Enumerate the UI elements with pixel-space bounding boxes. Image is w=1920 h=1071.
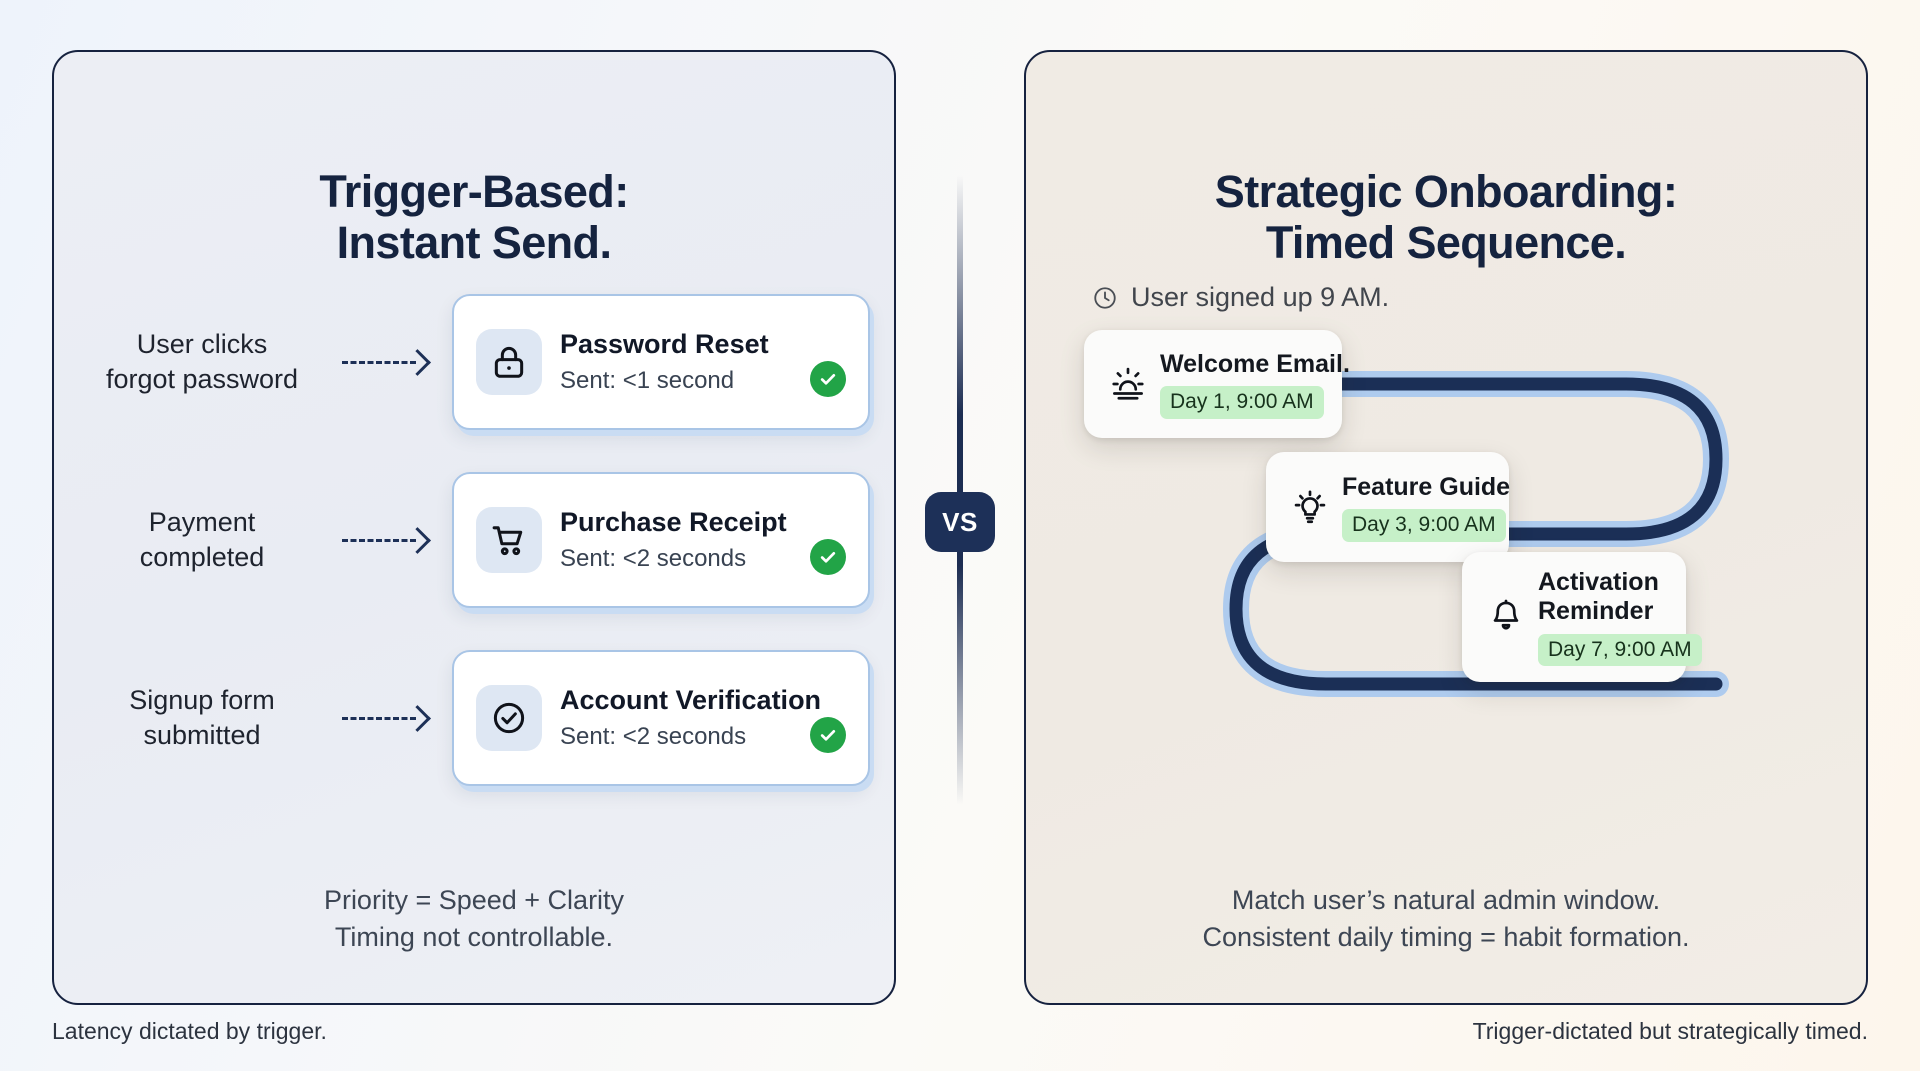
trigger-label: User clicks forgot password <box>66 327 338 396</box>
lock-icon <box>476 329 542 395</box>
left-caption: Latency dictated by trigger. <box>52 1018 327 1044</box>
sequence-card[interactable]: Activation Reminder Day 7, 9:00 AM <box>1462 552 1702 682</box>
event-card-subtitle: Sent: <1 second <box>560 367 735 395</box>
sunrise-icon <box>1106 365 1150 403</box>
sequence-card-title: Welcome Email. <box>1160 349 1350 379</box>
sequence-card-title: Feature Guide <box>1342 472 1511 502</box>
check-icon <box>810 361 846 397</box>
check-circle-icon <box>476 685 542 751</box>
event-card-title: Purchase Receipt <box>560 506 787 537</box>
event-card[interactable]: Password Reset Sent: <1 second <box>452 294 870 430</box>
sequence-title-line-1: Feature Guide <box>1342 472 1511 501</box>
left-panel-title: Trigger-Based: Instant Send. <box>54 166 894 269</box>
trigger-label-line-1: Payment <box>148 507 256 538</box>
left-panel-footnote: Priority = Speed + Clarity Timing not co… <box>54 882 894 957</box>
sequence-card-title: Activation Reminder <box>1538 568 1664 626</box>
trigger-label-line-2: submitted <box>143 720 261 750</box>
sequence-card-body: Feature Guide Day 3, 9:00 AM <box>1342 472 1511 542</box>
check-icon <box>810 717 846 753</box>
vs-badge: VS <box>925 492 995 552</box>
right-title-line-2: Timed Sequence. <box>1265 217 1627 269</box>
clock-icon <box>1092 285 1118 311</box>
sequence-card[interactable]: Welcome Email. Day 1, 9:00 AM <box>1084 330 1350 438</box>
sequence-title-line-1: Activation <box>1538 568 1659 597</box>
trigger-label: Signup form submitted <box>66 683 338 752</box>
right-footnote-line-2: Consistent daily timing = habit formatio… <box>1202 922 1690 953</box>
schedule-badge: Day 3, 9:00 AM <box>1342 509 1506 542</box>
left-footnote-line-2: Timing not controllable. <box>334 922 614 953</box>
dashed-arrow-icon <box>342 704 438 732</box>
event-card-texts: Password Reset Sent: <1 second <box>560 328 810 396</box>
sequence-card[interactable]: Feature Guide Day 3, 9:00 AM <box>1266 452 1511 562</box>
dashed-arrow-icon <box>342 526 438 554</box>
event-card-title: Password Reset <box>560 328 769 359</box>
trigger-row: Payment completed Purchase Receipt Sent:… <box>54 470 898 610</box>
schedule-badge: Day 1, 9:00 AM <box>1160 386 1324 419</box>
trigger-label-line-1: Signup form <box>129 685 275 716</box>
vs-divider-line <box>957 175 963 805</box>
event-card[interactable]: Account Verification Sent: <2 seconds <box>452 650 870 786</box>
schedule-badge: Day 7, 9:00 AM <box>1538 633 1702 666</box>
sequence-card-body: Activation Reminder Day 7, 9:00 AM <box>1538 568 1702 666</box>
left-footnote-line-1: Priority = Speed + Clarity <box>323 885 625 915</box>
left-title-line-1: Trigger-Based: <box>319 166 629 218</box>
right-footnote-line-1: Match user’s natural admin window. <box>1231 885 1661 915</box>
strategic-onboarding-panel: Strategic Onboarding: Timed Sequence. Us… <box>1024 50 1868 1005</box>
trigger-based-panel: Trigger-Based: Instant Send. User clicks… <box>52 50 896 1005</box>
event-card-texts: Account Verification Sent: <2 seconds <box>560 684 822 752</box>
trigger-label: Payment completed <box>66 505 338 574</box>
trigger-label-line-2: completed <box>139 542 265 572</box>
event-card-title: Account Verification <box>560 684 822 715</box>
right-panel-title: Strategic Onboarding: Timed Sequence. <box>1026 166 1866 269</box>
trigger-label-line-1: User clicks <box>136 329 268 360</box>
sequence-title-line-1: Welcome Email. <box>1160 349 1350 378</box>
sequence-card-body: Welcome Email. Day 1, 9:00 AM <box>1160 349 1350 419</box>
dashed-arrow-icon <box>342 348 438 376</box>
trigger-row: Signup form submitted Account Verificati… <box>54 648 898 788</box>
event-card[interactable]: Purchase Receipt Sent: <2 seconds <box>452 472 870 608</box>
trigger-row: User clicks forgot password Password Res… <box>54 292 898 432</box>
shopping-cart-icon <box>476 507 542 573</box>
trigger-label-line-2: forgot password <box>105 364 299 394</box>
lightbulb-icon <box>1288 488 1332 526</box>
right-panel-footnote: Match user’s natural admin window. Consi… <box>1026 882 1866 957</box>
event-card-subtitle: Sent: <2 seconds <box>560 723 747 751</box>
bell-icon <box>1484 598 1528 636</box>
right-caption: Trigger-dictated but strategically timed… <box>1472 1018 1868 1044</box>
right-title-line-1: Strategic Onboarding: <box>1214 166 1678 218</box>
check-icon <box>810 539 846 575</box>
event-card-texts: Purchase Receipt Sent: <2 seconds <box>560 506 810 574</box>
signup-note-text: User signed up 9 AM. <box>1131 282 1390 312</box>
left-title-line-2: Instant Send. <box>336 217 612 269</box>
event-card-subtitle: Sent: <2 seconds <box>560 545 747 573</box>
signup-note: User signed up 9 AM. <box>1092 282 1389 313</box>
sequence-title-line-2: Reminder <box>1538 596 1654 625</box>
